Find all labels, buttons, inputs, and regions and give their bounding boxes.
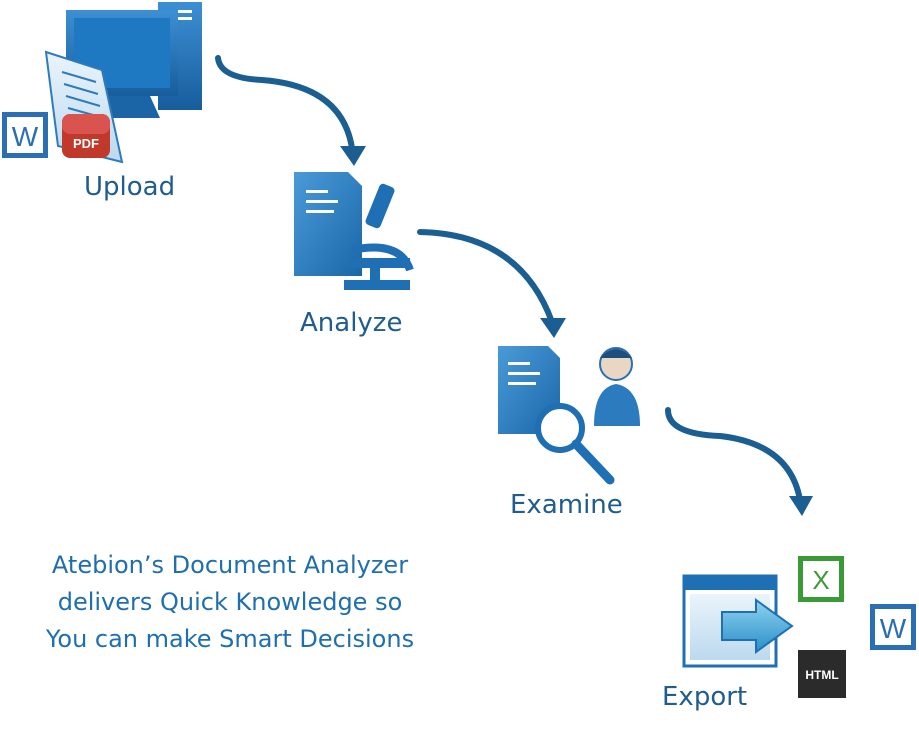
- magnifier-icon: [535, 403, 615, 485]
- word-file-icon: W: [2, 112, 48, 158]
- document-icon: [294, 172, 362, 276]
- export-window-icon: [682, 574, 794, 668]
- word-badge-label: W: [12, 121, 39, 152]
- step-label-analyze: Analyze: [300, 308, 403, 338]
- step-label-examine: Examine: [510, 490, 623, 520]
- step-label-upload: Upload: [84, 172, 176, 202]
- arrow-examine-to-export: [665, 407, 803, 503]
- word-badge-label: W: [880, 613, 907, 644]
- step-label-export: Export: [662, 682, 748, 712]
- export-icon-group: X W HTML: [682, 556, 916, 698]
- arrow-analyze-to-examine: [417, 229, 555, 325]
- arrow-heads: [340, 146, 813, 516]
- arrow-upload-to-analyze: [215, 55, 355, 151]
- excel-badge-label: X: [812, 565, 829, 595]
- excel-file-icon: X: [798, 556, 844, 602]
- html-badge-label: HTML: [805, 668, 838, 682]
- user-icon: [594, 347, 640, 426]
- arrow-head-1: [340, 146, 366, 166]
- pdf-file-icon: PDF: [62, 114, 110, 158]
- tagline-line-3: You can make Smart Decisions: [45, 625, 415, 653]
- connector-arrows: [215, 55, 803, 503]
- upload-icon-group: PDF W: [2, 2, 202, 164]
- tagline-line-1: Atebion’s Document Analyzer: [51, 551, 409, 579]
- pdf-badge-label: PDF: [73, 136, 99, 151]
- html-file-icon: HTML: [798, 650, 846, 698]
- tagline: Atebion’s Document Analyzer delivers Qui…: [10, 547, 450, 658]
- tagline-line-2: delivers Quick Knowledge so: [57, 588, 403, 616]
- word-file-icon: W: [870, 604, 916, 650]
- examine-icon-group: [498, 346, 640, 485]
- arrow-head-3: [789, 496, 813, 516]
- microscope-icon: [344, 183, 414, 290]
- analyze-icon-group: [294, 172, 414, 290]
- arrow-head-2: [540, 318, 566, 338]
